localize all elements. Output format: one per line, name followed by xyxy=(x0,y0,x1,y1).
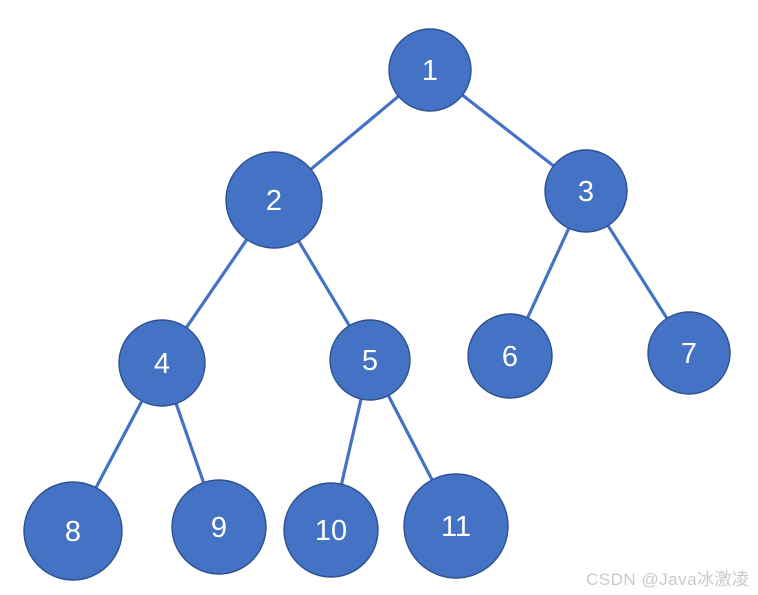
tree-node-5[interactable]: 5 xyxy=(329,319,411,401)
tree-node-label-5: 5 xyxy=(362,345,378,377)
tree-node-circle-2[interactable] xyxy=(225,151,323,249)
tree-node-3[interactable]: 3 xyxy=(544,149,628,233)
tree-edge-2-4 xyxy=(183,235,251,332)
tree-nodes-group: 1 2 3 4 5 6 7 8 9 10 11 xyxy=(23,28,731,581)
tree-edge-4-8 xyxy=(92,396,145,492)
tree-edges-group xyxy=(92,91,671,492)
csdn-watermark: CSDN @Java冰激凌 xyxy=(586,570,750,589)
tree-node-circle-10[interactable] xyxy=(283,482,379,578)
tree-node-label-4: 4 xyxy=(154,348,170,380)
tree-node-1[interactable]: 1 xyxy=(388,28,472,112)
tree-node-6[interactable]: 6 xyxy=(467,313,553,399)
tree-node-circle-9[interactable] xyxy=(171,479,267,575)
tree-node-label-6: 6 xyxy=(502,341,518,373)
tree-node-circle-8[interactable] xyxy=(23,481,123,581)
tree-node-circle-1[interactable] xyxy=(388,28,472,112)
tree-edge-5-11 xyxy=(385,391,436,485)
tree-node-10[interactable]: 10 xyxy=(283,482,379,578)
tree-node-label-9: 9 xyxy=(211,512,227,544)
tree-node-circle-5[interactable] xyxy=(329,319,411,401)
tree-node-circle-7[interactable] xyxy=(647,311,731,395)
tree-node-4[interactable]: 4 xyxy=(118,319,206,407)
tree-node-label-10: 10 xyxy=(315,515,347,547)
tree-node-9[interactable]: 9 xyxy=(171,479,267,575)
tree-node-label-3: 3 xyxy=(578,176,594,208)
tree-edge-2-5 xyxy=(295,236,353,330)
tree-edge-1-2 xyxy=(306,92,403,173)
tree-node-label-1: 1 xyxy=(422,55,438,87)
tree-node-circle-11[interactable] xyxy=(403,473,509,579)
tree-node-8[interactable]: 8 xyxy=(23,481,123,581)
tree-edge-4-9 xyxy=(173,399,207,488)
tree-node-label-7: 7 xyxy=(681,338,697,370)
tree-node-circle-3[interactable] xyxy=(544,149,628,233)
tree-node-label-8: 8 xyxy=(65,516,81,548)
tree-edge-3-6 xyxy=(524,223,572,323)
tree-edge-3-7 xyxy=(604,221,671,323)
tree-edge-1-3 xyxy=(458,91,558,170)
tree-node-label-2: 2 xyxy=(266,185,282,217)
tree-node-circle-6[interactable] xyxy=(467,313,553,399)
tree-node-11[interactable]: 11 xyxy=(403,473,509,579)
tree-node-7[interactable]: 7 xyxy=(647,311,731,395)
tree-node-label-11: 11 xyxy=(441,511,471,543)
tree-edge-5-10 xyxy=(339,394,364,489)
tree-node-2[interactable]: 2 xyxy=(225,151,323,249)
tree-node-circle-4[interactable] xyxy=(118,319,206,407)
